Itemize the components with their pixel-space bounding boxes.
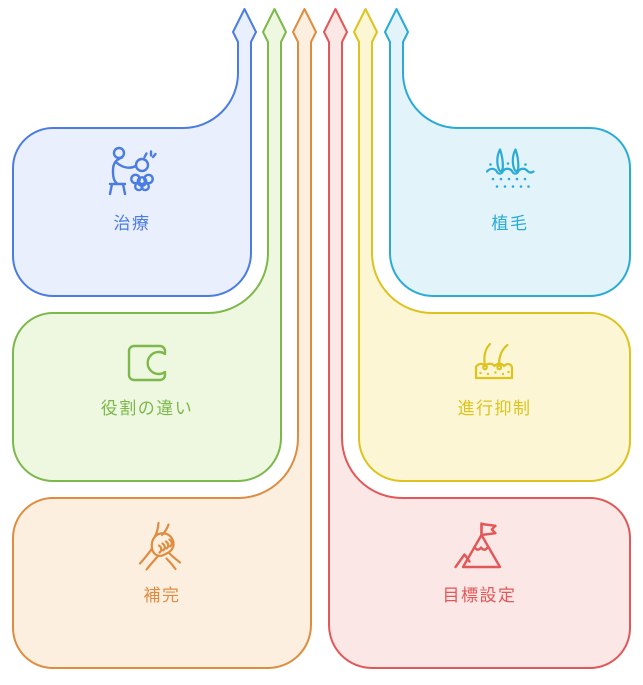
- stacked-hands-icon: [132, 517, 192, 577]
- card-label-goal-setting: 目標設定: [442, 586, 517, 605]
- mountain-flag-icon: [450, 518, 510, 578]
- treatment-icon: [102, 142, 162, 202]
- flow-shape-treatment: [12, 8, 257, 297]
- card-label-progression-control: 進行抑制: [457, 399, 532, 418]
- card-label-hair-transplant: 植毛: [491, 214, 529, 233]
- flow-shape-goal-setting: [323, 8, 631, 669]
- card-label-role-difference: 役割の違い: [100, 399, 194, 418]
- flow-shape-complement: [12, 8, 317, 669]
- flow-shape-hair-transplant: [384, 8, 631, 297]
- skin-cross-section-icon: [464, 334, 524, 394]
- hair-follicle-icon: [480, 142, 540, 202]
- card-label-treatment: 治療: [113, 214, 151, 233]
- card-label-complement: 補完: [143, 586, 181, 605]
- puzzle-piece-icon: [117, 333, 177, 393]
- flow-shape-role-difference: [12, 8, 287, 482]
- flow-shape-progression-control: [353, 8, 631, 482]
